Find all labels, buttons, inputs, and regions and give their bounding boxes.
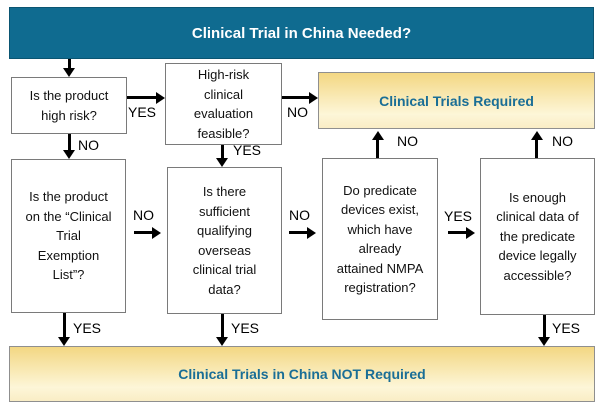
question-high-risk-text: Is the product high risk? — [29, 88, 109, 123]
edge-label-q3-no: NO — [133, 207, 154, 223]
question-high-risk: Is the product high risk? — [11, 77, 127, 134]
arrowhead-q2-to-required — [309, 92, 318, 104]
arrow-q5-to-q6 — [448, 231, 466, 234]
edge-label-q5-no: NO — [397, 133, 418, 149]
question-predicate-devices-exist-text: Do predicate devices exist, which have a… — [336, 182, 424, 296]
arrowhead-q1-to-q3 — [63, 150, 75, 159]
arrowhead-q6-to-required — [531, 131, 543, 140]
edge-label-q1-yes: YES — [128, 104, 157, 120]
question-clinical-evaluation-feasible-text: High-risk clinical evaluation feasible? — [193, 67, 254, 141]
arrow-q6-to-required — [535, 140, 538, 158]
arrowhead-q1-to-q2 — [156, 92, 165, 104]
arrow-q5-to-required — [376, 140, 379, 158]
arrowhead-q5-to-q6 — [466, 227, 475, 239]
question-clinical-evaluation-feasible: High-risk clinical evaluation feasible? — [165, 63, 282, 145]
question-overseas-trial-data: Is there sufficient qualifying overseas … — [167, 167, 282, 314]
arrow-q3-to-q4 — [134, 231, 152, 234]
arrowhead-q4-to-not-required — [216, 337, 228, 346]
flowchart-title: Clinical Trial in China Needed? — [191, 24, 412, 42]
flowchart-title-banner: Clinical Trial in China Needed? — [9, 7, 594, 59]
arrowhead-q3-to-not-required — [58, 337, 70, 346]
edge-label-q3-yes: YES — [73, 320, 102, 336]
question-predicate-data-accessible: Is enough clinical data of the predicate… — [480, 158, 595, 315]
arrowhead-q4-to-q5 — [307, 227, 316, 239]
question-overseas-trial-data-text: Is there sufficient qualifying overseas … — [192, 184, 257, 297]
arrow-q1-to-q2 — [127, 96, 156, 99]
edge-label-q5-yes: YES — [444, 208, 473, 224]
arrow-q3-to-not-required — [63, 313, 66, 337]
question-predicate-devices-exist: Do predicate devices exist, which have a… — [322, 158, 438, 320]
edge-label-q2-yes: YES — [233, 142, 262, 158]
outcome-trials-not-required-label: Clinical Trials in China NOT Required — [178, 366, 426, 382]
arrowhead-q3-to-q4 — [152, 227, 161, 239]
outcome-trials-not-required: Clinical Trials in China NOT Required — [9, 346, 595, 402]
arrowhead-q5-to-required — [372, 131, 384, 140]
edge-label-q6-yes: YES — [552, 320, 581, 336]
arrow-q2-to-q4 — [221, 145, 224, 158]
edge-label-q2-no: NO — [287, 104, 308, 120]
edge-label-q1-no: NO — [78, 137, 99, 153]
arrow-q4-to-q5 — [289, 231, 307, 234]
edge-label-q6-no: NO — [552, 133, 573, 149]
arrowhead-banner-to-q1 — [63, 68, 75, 77]
arrow-banner-to-q1 — [68, 59, 71, 69]
question-exemption-list: Is the product on the “Clinical Trial Ex… — [11, 159, 126, 313]
edge-label-q4-yes: YES — [231, 320, 260, 336]
edge-label-q4-no: NO — [289, 207, 310, 223]
question-exemption-list-text: Is the product on the “Clinical Trial Ex… — [25, 189, 112, 283]
arrow-q6-to-not-required — [543, 315, 546, 337]
arrowhead-q2-to-q4 — [216, 158, 228, 167]
arrow-q1-to-q3 — [68, 134, 71, 150]
arrowhead-q6-to-not-required — [538, 337, 550, 346]
arrow-q2-to-required — [282, 96, 309, 99]
outcome-trials-required: Clinical Trials Required — [318, 72, 595, 129]
outcome-trials-required-label: Clinical Trials Required — [379, 92, 534, 109]
question-predicate-data-accessible-text: Is enough clinical data of the predicate… — [496, 189, 579, 283]
arrow-q4-to-not-required — [221, 314, 224, 337]
